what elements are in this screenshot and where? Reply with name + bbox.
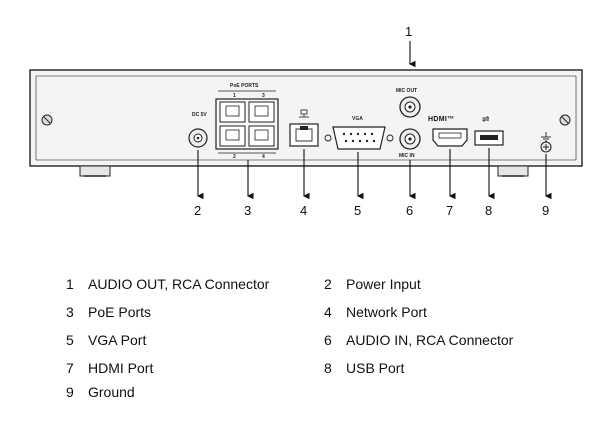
callout-number: 8 bbox=[485, 203, 492, 218]
poe-port-1 bbox=[219, 101, 246, 123]
legend-label: AUDIO OUT, RCA Connector bbox=[88, 276, 270, 292]
ground-icon bbox=[541, 132, 551, 142]
legend-label: USB Port bbox=[346, 360, 405, 376]
legend-number: 2 bbox=[324, 276, 332, 292]
device-chassis bbox=[29, 69, 583, 177]
legend-item-4: 4 Network Port bbox=[324, 302, 427, 322]
callout-number: 5 bbox=[354, 203, 361, 218]
poe-port-3 bbox=[248, 101, 275, 123]
callout-number: 1 bbox=[405, 24, 412, 39]
legend-number: 7 bbox=[66, 360, 74, 376]
poe-ports-block: PoE PORTS 1 3 2 4 bbox=[215, 83, 279, 160]
legend-number: 1 bbox=[66, 276, 74, 292]
legend-item-3: 3 PoE Ports bbox=[66, 302, 151, 322]
callout-3: 3 bbox=[244, 160, 254, 218]
callout-number: 3 bbox=[244, 203, 251, 218]
legend-number: 6 bbox=[324, 332, 332, 348]
legend-item-1: 1 AUDIO OUT, RCA Connector bbox=[66, 274, 269, 294]
dc-label: DC 5V bbox=[192, 112, 207, 118]
legend-item-6: 6 AUDIO IN, RCA Connector bbox=[324, 330, 513, 350]
legend-label: VGA Port bbox=[88, 332, 147, 348]
usb-port: ⇌ bbox=[474, 114, 504, 146]
legend-number: 5 bbox=[66, 332, 74, 348]
callout-number: 4 bbox=[300, 203, 307, 218]
legend-number: 3 bbox=[66, 304, 74, 320]
legend-label: Network Port bbox=[346, 304, 427, 320]
legend-number: 8 bbox=[324, 360, 332, 376]
callout-4: 4 bbox=[300, 149, 310, 218]
legend-label: HDMI Port bbox=[88, 360, 154, 376]
callout-8: 8 bbox=[485, 148, 495, 218]
callout-number: 6 bbox=[406, 203, 413, 218]
poe-ports-label: PoE PORTS bbox=[230, 83, 259, 89]
callout-9: 9 bbox=[542, 154, 552, 218]
mic-in-label: MIC IN bbox=[399, 153, 415, 159]
legend-label: Power Input bbox=[346, 276, 421, 292]
legend-number: 4 bbox=[324, 304, 332, 320]
network-port bbox=[289, 109, 319, 147]
hdmi-label: HDMI™ bbox=[428, 116, 454, 123]
poe-port-2 bbox=[219, 125, 246, 147]
legend-item-8: 8 USB Port bbox=[324, 358, 404, 378]
legend-item-5: 5 VGA Port bbox=[66, 330, 146, 350]
callout-number: 7 bbox=[446, 203, 453, 218]
poe-port-4 bbox=[248, 125, 275, 147]
poe-port-number-2: 2 bbox=[233, 154, 236, 160]
poe-port-number-3: 3 bbox=[262, 93, 265, 99]
poe-port-number-4: 4 bbox=[262, 154, 265, 160]
callout-6: 6 bbox=[406, 160, 416, 218]
legend-item-2: 2 Power Input bbox=[324, 274, 421, 294]
callout-7: 7 bbox=[446, 149, 456, 218]
audio-in-rca: MIC IN bbox=[399, 128, 421, 159]
legend-label: Ground bbox=[88, 384, 135, 400]
legend-label: AUDIO IN, RCA Connector bbox=[346, 332, 514, 348]
callout-5: 5 bbox=[354, 152, 364, 218]
legend-item-9: 9 Ground bbox=[66, 382, 135, 402]
callout-number: 2 bbox=[194, 203, 201, 218]
mic-out-label: MIC OUT bbox=[396, 88, 417, 94]
legend-number: 9 bbox=[66, 384, 74, 400]
callout-1: 1 bbox=[405, 24, 416, 68]
hdmi-port: HDMI™ bbox=[428, 116, 468, 147]
screw-right-icon bbox=[559, 114, 571, 126]
power-input-jack: DC 5V bbox=[188, 112, 208, 148]
vga-port: VGA bbox=[324, 116, 394, 150]
legend-item-7: 7 HDMI Port bbox=[66, 358, 153, 378]
usb-icon: ⇌ bbox=[482, 114, 490, 124]
vga-label: VGA bbox=[352, 116, 363, 122]
legend-label: PoE Ports bbox=[88, 304, 152, 320]
callout-2: 2 bbox=[194, 150, 204, 218]
callout-number: 9 bbox=[542, 203, 549, 218]
network-icon bbox=[299, 109, 309, 118]
screw-left-icon bbox=[41, 114, 53, 126]
poe-port-number-1: 1 bbox=[233, 93, 236, 99]
audio-out-rca: MIC OUT bbox=[396, 88, 421, 118]
ground-terminal bbox=[540, 132, 552, 153]
